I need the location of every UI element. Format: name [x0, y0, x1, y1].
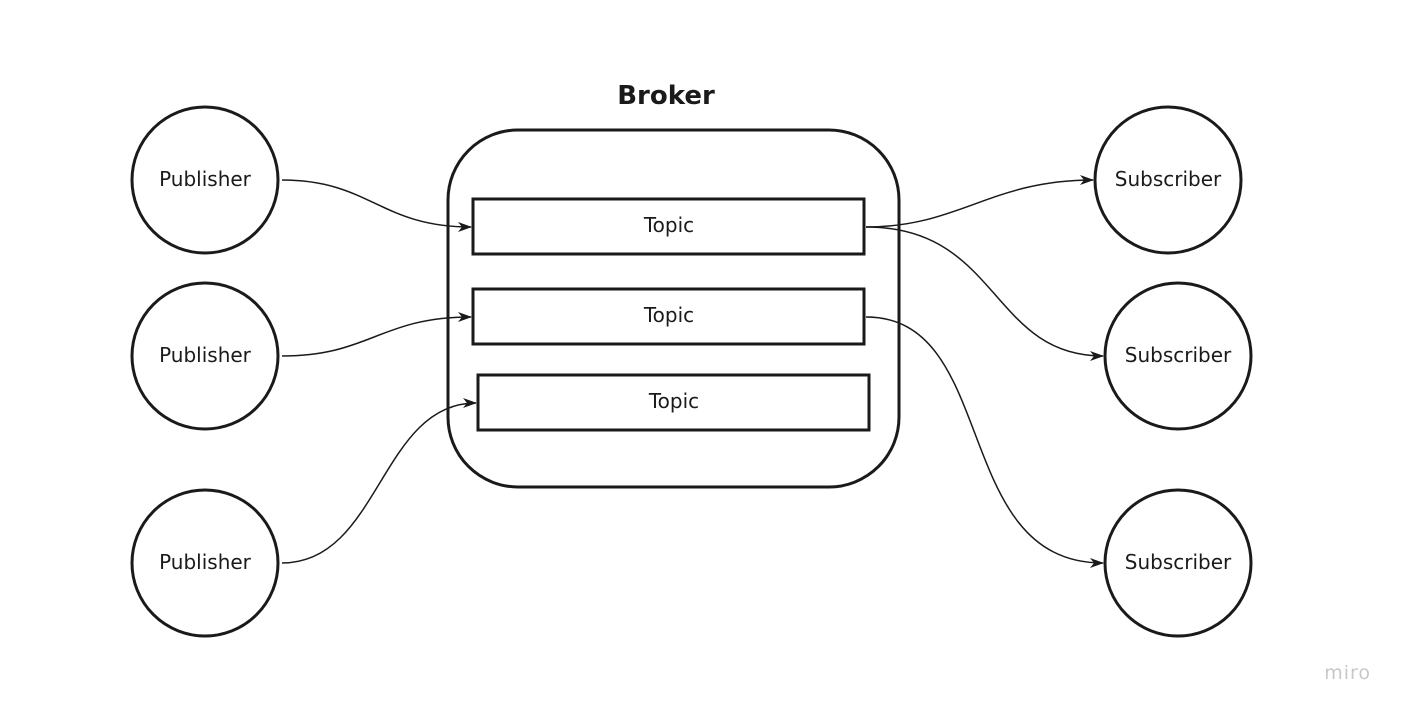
subscriber-circle[interactable]: [1093, 105, 1243, 255]
topic-label: Topic: [643, 213, 694, 237]
publisher-1[interactable]: Publisher: [130, 105, 280, 255]
subscriber-label: Subscriber: [1115, 167, 1222, 191]
edge-publisher1-to-topic1[interactable]: [281, 179, 472, 232]
edge-topic1-to-subscriber2[interactable]: [865, 226, 1104, 361]
subscriber-label: Subscriber: [1125, 343, 1232, 367]
topic-3[interactable]: Topic: [476, 373, 871, 432]
publisher-label: Publisher: [159, 167, 252, 191]
topic-label: Topic: [648, 389, 699, 413]
publisher-circle[interactable]: [130, 281, 280, 431]
topic-1[interactable]: Topic: [471, 197, 866, 256]
edge-topic1-to-subscriber1[interactable]: [865, 175, 1094, 228]
subscriber-circle[interactable]: [1103, 281, 1253, 431]
topic-2[interactable]: Topic: [471, 287, 866, 346]
publisher-circle[interactable]: [130, 488, 280, 638]
subscriber-3[interactable]: Subscriber: [1103, 488, 1253, 638]
publisher-circle[interactable]: [130, 105, 280, 255]
edge-topic2-to-subscriber3[interactable]: [865, 316, 1104, 568]
publisher-3[interactable]: Publisher: [130, 488, 280, 638]
subscriber-circle[interactable]: [1103, 488, 1253, 638]
subscriber-1[interactable]: Subscriber: [1093, 105, 1243, 255]
topic-box[interactable]: [471, 197, 866, 256]
publisher-label: Publisher: [159, 343, 252, 367]
topic-box[interactable]: [476, 373, 871, 432]
edge-publisher2-to-topic2[interactable]: [281, 312, 472, 357]
publisher-2[interactable]: Publisher: [130, 281, 280, 431]
topic-label: Topic: [643, 303, 694, 327]
miro-watermark: miro: [1324, 662, 1371, 684]
broker-title: Broker: [617, 81, 715, 111]
publisher-label: Publisher: [159, 550, 252, 574]
subscriber-2[interactable]: Subscriber: [1103, 281, 1253, 431]
topic-box[interactable]: [471, 287, 866, 346]
subscriber-label: Subscriber: [1125, 550, 1232, 574]
edge-publisher3-to-topic3[interactable]: [281, 398, 477, 564]
